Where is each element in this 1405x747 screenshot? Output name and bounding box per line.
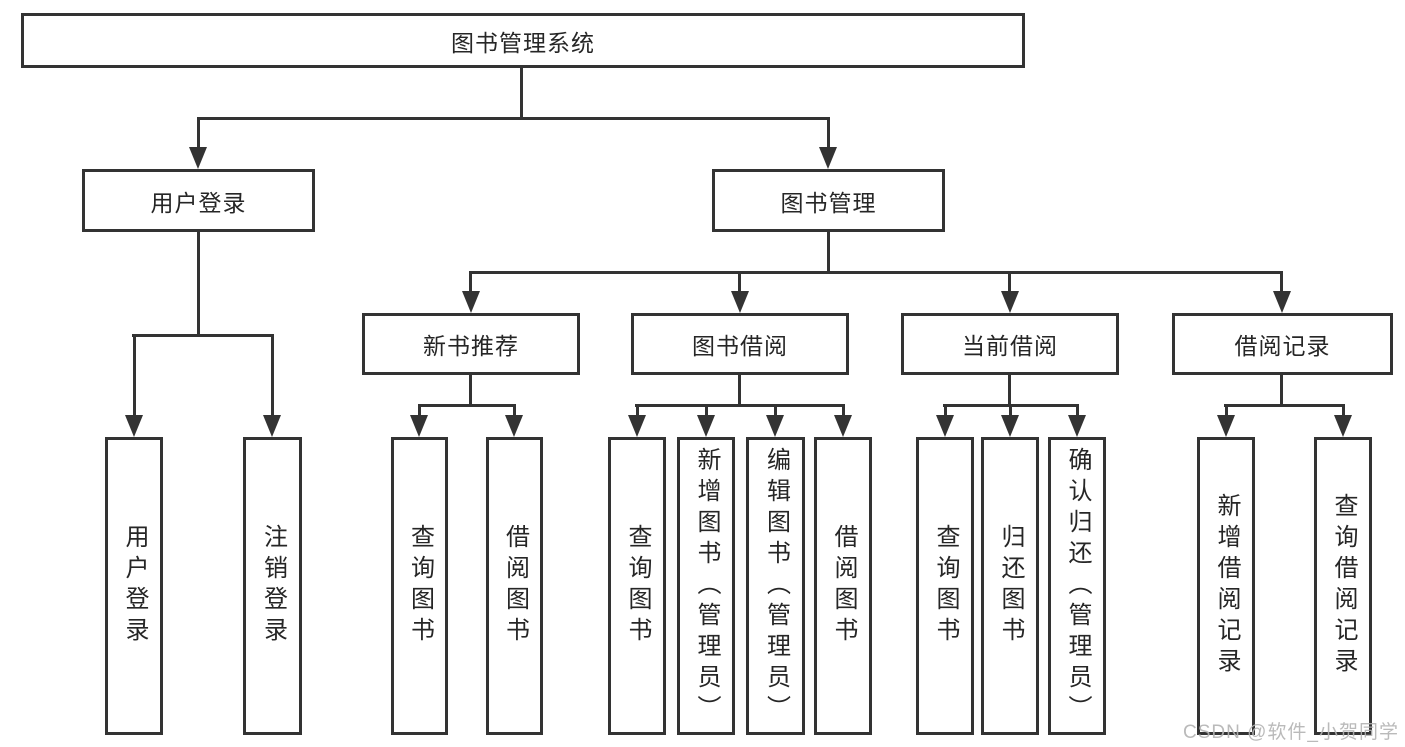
arrowhead-login <box>125 415 143 437</box>
connector-to-cb-confirm <box>1076 404 1079 417</box>
arrowhead-new-book-rec <box>462 291 480 313</box>
node-new-book-rec-label: 新书推荐 <box>423 333 519 359</box>
node-bb-borrow-book-label: 借阅图书 <box>830 524 857 648</box>
node-book-borrow-label: 图书借阅 <box>692 333 788 359</box>
node-user-login-label: 用户登录 <box>150 189 247 216</box>
node-bb-edit-book-label: 编辑图书（管理员） <box>762 446 790 726</box>
node-logout-label: 注销登录 <box>259 524 287 648</box>
connector-nbr-hbar <box>418 404 516 407</box>
arrowhead-cb-return <box>1001 415 1019 437</box>
connector-to-br-query <box>1342 404 1345 417</box>
connector-to-user-login <box>197 117 200 150</box>
node-login-label: 用户登录 <box>121 524 148 648</box>
arrowhead-nbr-borrow <box>505 415 523 437</box>
node-bb-add-book-label: 新增图书（管理员） <box>693 446 720 726</box>
node-cb-confirm-return: 确认归还（管理员） <box>1048 437 1106 735</box>
node-nbr-query-book: 查询图书 <box>391 437 448 735</box>
connector-to-book-borrow <box>738 271 741 295</box>
connector-to-cb-query <box>944 404 947 417</box>
node-nbr-borrow-book: 借阅图书 <box>486 437 543 735</box>
arrowhead-current-borrow <box>1001 291 1019 313</box>
node-root: 图书管理系统 <box>21 13 1025 68</box>
node-bb-borrow-book: 借阅图书 <box>814 437 872 735</box>
connector-to-bb-add <box>705 404 708 417</box>
connector-to-borrow-record <box>1280 271 1283 295</box>
connector-bb-hbar <box>635 404 845 407</box>
arrowhead-bb-add <box>697 415 715 437</box>
connector-br-hbar <box>1224 404 1345 407</box>
connector-to-bb-edit <box>774 404 777 417</box>
node-br-query-record: 查询借阅记录 <box>1314 437 1372 735</box>
connector-to-nbr-borrow <box>513 404 516 417</box>
arrowhead-logout <box>263 415 281 437</box>
connector-bookmgmt-hbar <box>469 271 1283 274</box>
connector-userlogin-hbar <box>132 334 274 337</box>
node-cb-query-book: 查询图书 <box>916 437 974 735</box>
connector-to-bb-query <box>636 404 639 417</box>
node-nbr-borrow-book-label: 借阅图书 <box>501 524 529 648</box>
node-br-query-record-label: 查询借阅记录 <box>1330 493 1357 679</box>
connector-br-stem <box>1280 374 1283 405</box>
connector-to-current-borrow <box>1008 271 1011 295</box>
connector-to-cb-return <box>1009 404 1012 417</box>
connector-root-stem <box>520 68 523 119</box>
arrowhead-nbr-query <box>410 415 428 437</box>
node-book-mgmt-label: 图书管理 <box>780 189 877 216</box>
node-user-login: 用户登录 <box>82 169 315 232</box>
node-br-add-record: 新增借阅记录 <box>1197 437 1255 735</box>
arrowhead-bb-borrow <box>834 415 852 437</box>
connector-to-new-book-rec <box>469 271 472 295</box>
connector-to-book-mgmt <box>827 117 830 150</box>
connector-to-nbr-query <box>418 404 421 417</box>
node-login: 用户登录 <box>105 437 163 735</box>
connector-userlogin-stem <box>197 232 200 335</box>
node-borrow-record-label: 借阅记录 <box>1234 333 1331 359</box>
arrowhead-bb-query <box>628 415 646 437</box>
node-cb-confirm-return-label: 确认归还（管理员） <box>1064 446 1091 726</box>
connector-bookmgmt-stem <box>827 232 830 273</box>
connector-root-hbar <box>197 117 830 120</box>
node-bb-query-book-label: 查询图书 <box>624 524 651 648</box>
csdn-watermark: CSDN @软件_小贺同学 <box>1183 722 1399 743</box>
connector-to-logout <box>271 334 274 417</box>
node-current-borrow: 当前借阅 <box>901 313 1119 375</box>
arrowhead-book-borrow <box>731 291 749 313</box>
arrowhead-borrow-record <box>1273 291 1291 313</box>
node-bb-add-book: 新增图书（管理员） <box>677 437 735 735</box>
node-br-add-record-label: 新增借阅记录 <box>1213 493 1240 679</box>
node-bb-query-book: 查询图书 <box>608 437 666 735</box>
connector-nbr-stem <box>469 374 472 405</box>
node-cb-return-book-label: 归还图书 <box>997 524 1024 648</box>
node-logout: 注销登录 <box>243 437 302 735</box>
arrowhead-bb-edit <box>766 415 784 437</box>
node-cb-query-book-label: 查询图书 <box>932 524 959 648</box>
node-book-borrow: 图书借阅 <box>631 313 849 375</box>
connector-to-login <box>133 334 136 417</box>
arrowhead-br-add <box>1217 415 1235 437</box>
arrowhead-br-query <box>1334 415 1352 437</box>
connector-bb-stem <box>738 374 741 405</box>
connector-cb-stem <box>1008 374 1011 405</box>
node-new-book-rec: 新书推荐 <box>362 313 580 375</box>
connector-to-br-add <box>1225 404 1228 417</box>
arrowhead-cb-query <box>936 415 954 437</box>
arrowhead-cb-confirm <box>1068 415 1086 437</box>
node-root-label: 图书管理系统 <box>451 29 595 56</box>
node-current-borrow-label: 当前借阅 <box>962 333 1058 359</box>
node-nbr-query-book-label: 查询图书 <box>406 524 434 648</box>
arrowhead-user-login <box>189 147 207 169</box>
node-bb-edit-book: 编辑图书（管理员） <box>746 437 805 735</box>
node-borrow-record: 借阅记录 <box>1172 313 1393 375</box>
connector-to-bb-borrow <box>842 404 845 417</box>
node-cb-return-book: 归还图书 <box>981 437 1039 735</box>
node-book-mgmt: 图书管理 <box>712 169 945 232</box>
arrowhead-book-mgmt <box>819 147 837 169</box>
